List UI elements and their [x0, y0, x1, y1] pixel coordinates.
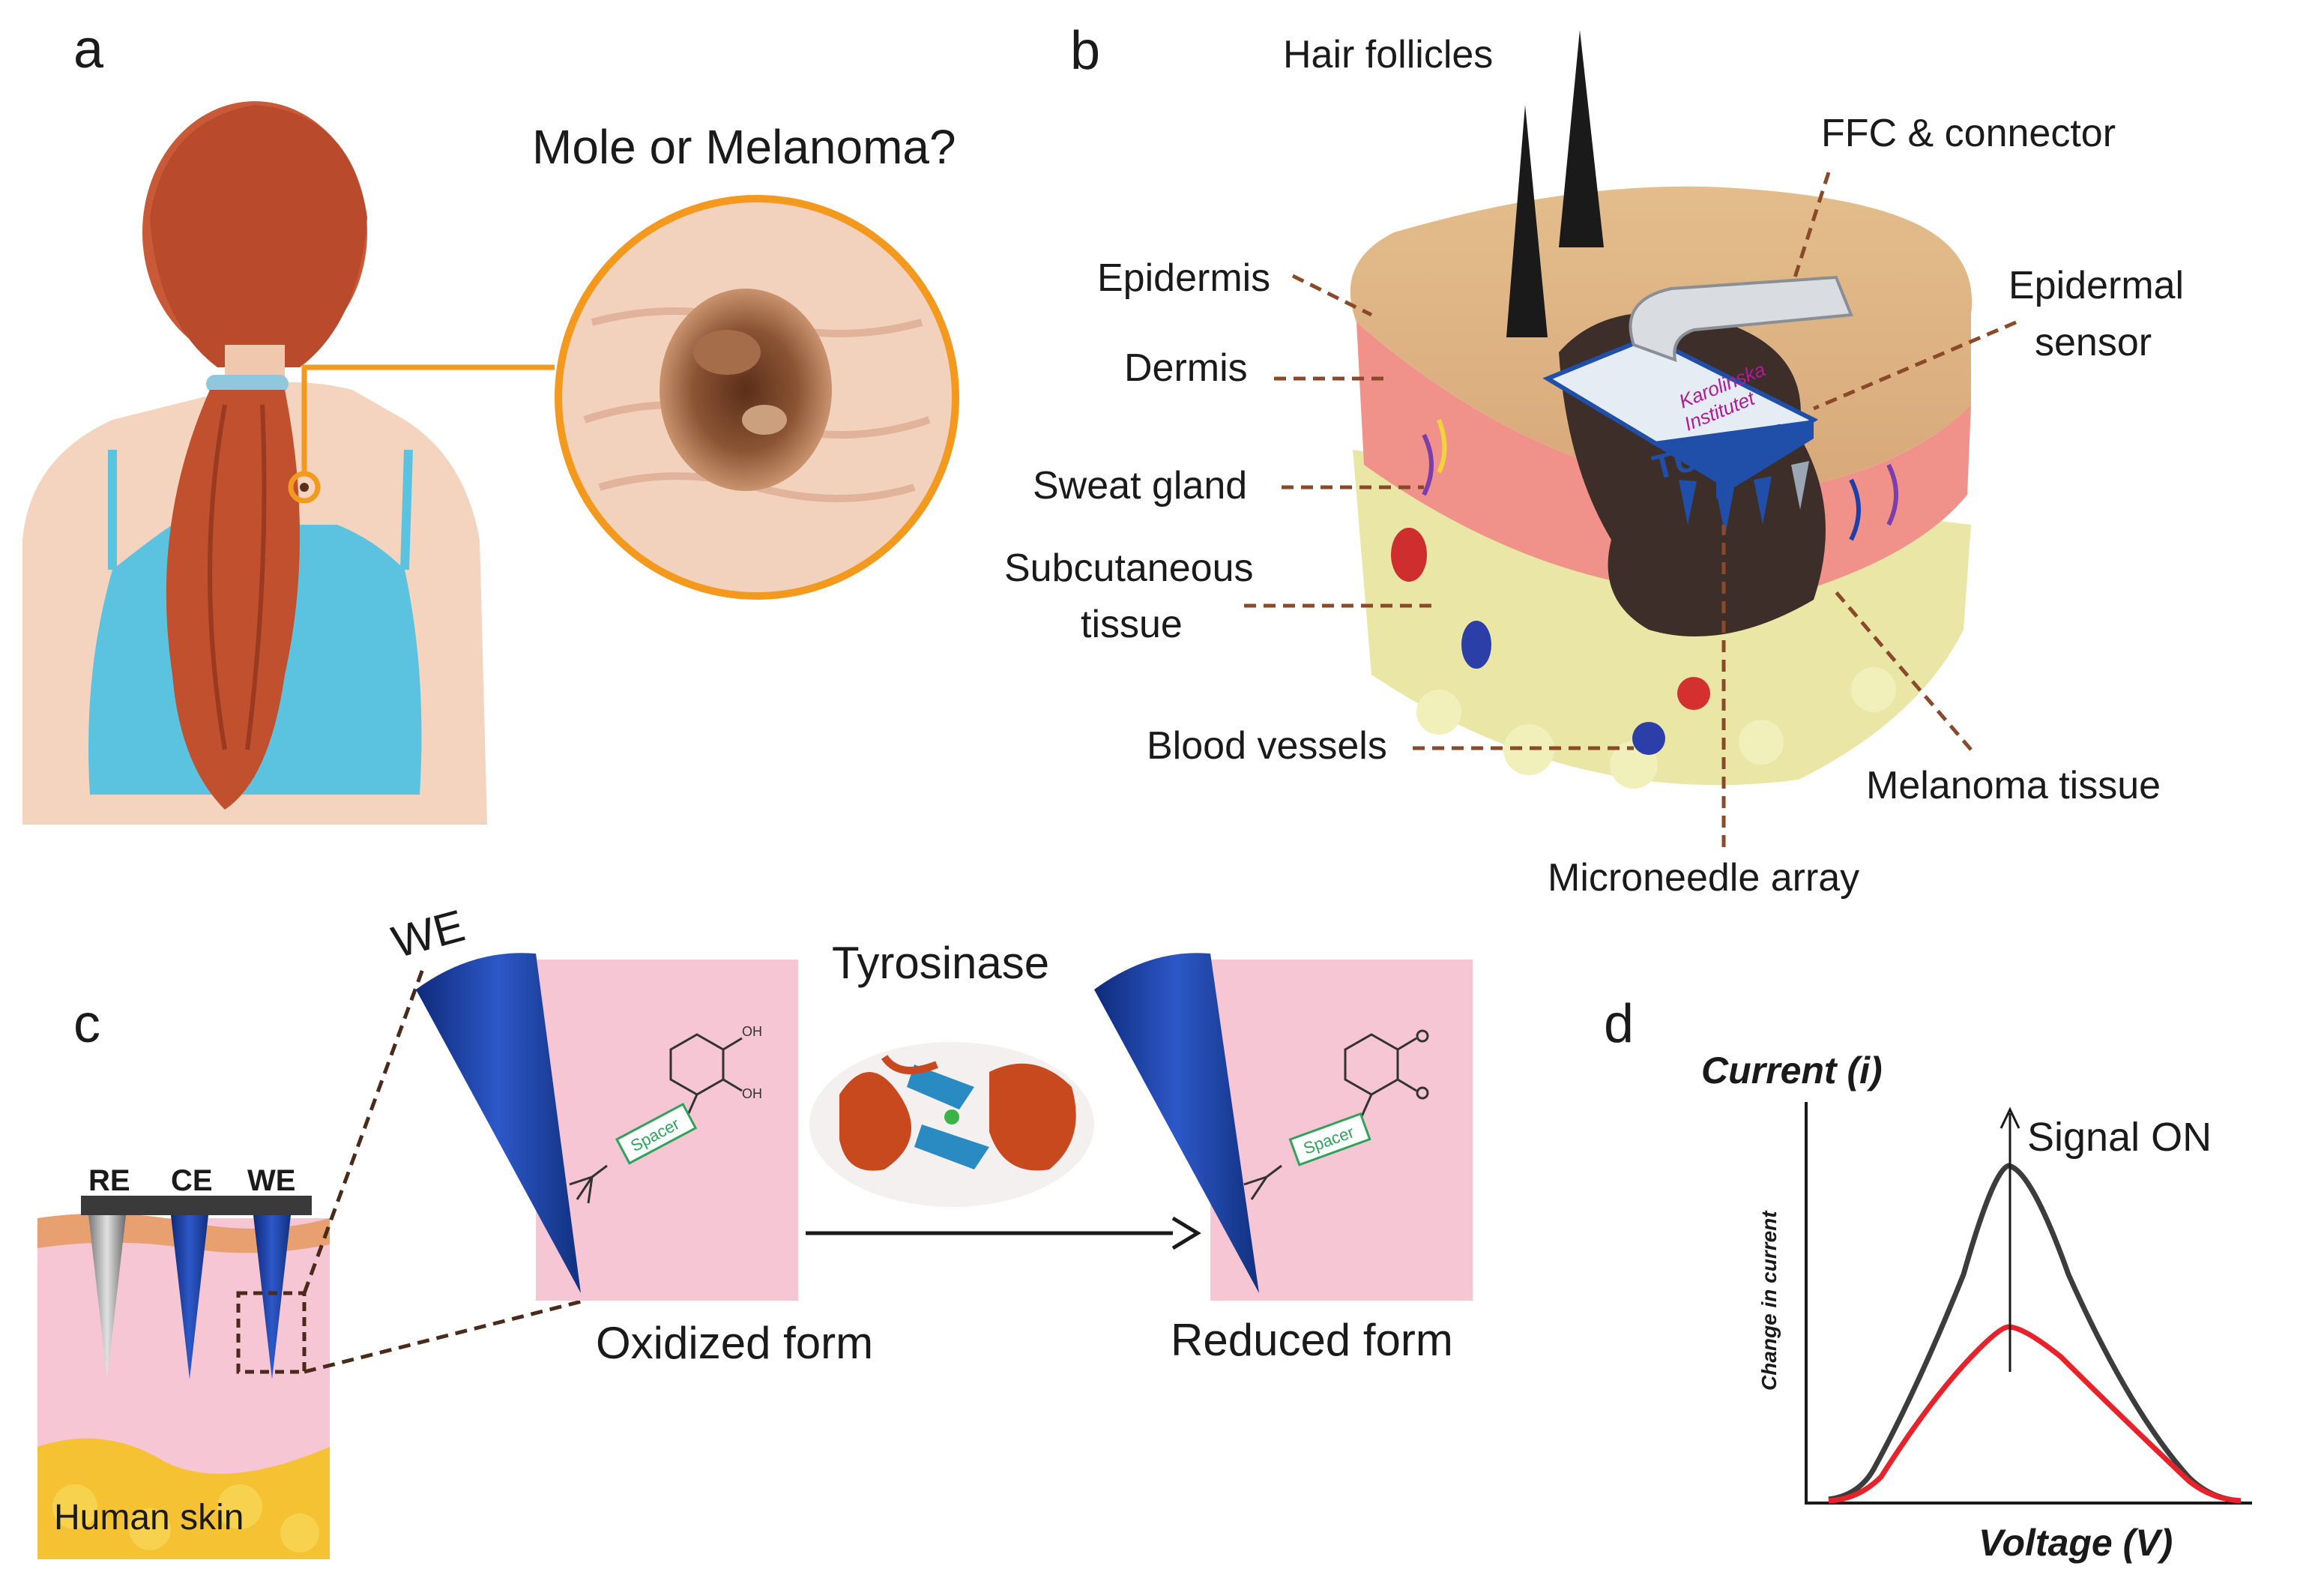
we-cone-reduced — [1094, 953, 1259, 1293]
electrode-label-re: RE — [88, 1164, 130, 1197]
tyrosinase-label: Tyrosinase — [832, 938, 1049, 988]
panel-label-c: c — [73, 994, 100, 1054]
panel-label-b: b — [1070, 21, 1100, 81]
woman-illustration — [22, 101, 487, 825]
ffc-connector — [1629, 275, 1853, 363]
skin-label: Human skin — [54, 1498, 244, 1538]
re-electrode — [88, 1215, 126, 1379]
label-melanoma-tissue: Melanoma tissue — [1866, 764, 2161, 807]
microneedle-icon — [1679, 480, 1697, 525]
electrode-label-we: WE — [247, 1164, 295, 1197]
label-epidermal-sensor-2: sensor — [2035, 321, 2152, 364]
mole-magnifier — [555, 195, 959, 600]
label-subcutaneous-2: tissue — [1081, 603, 1183, 646]
svg-text:OH: OH — [742, 1086, 762, 1101]
reduced-form-label: Reduced form — [1171, 1315, 1453, 1365]
d-ylabel: Current (i) — [1701, 1050, 1883, 1091]
we-label: WE — [387, 900, 470, 968]
electrode-label-ce: CE — [171, 1164, 213, 1197]
tyrosinase-protein-icon — [809, 1042, 1094, 1207]
leader-melanoma — [1835, 591, 1973, 751]
oxidized-form-label: Oxidized form — [596, 1318, 873, 1368]
mole-question: Mole or Melanoma? — [532, 120, 956, 174]
d-inner-ylabel: Change in current — [1757, 1210, 1781, 1391]
d-xlabel: Voltage (V) — [1979, 1522, 2173, 1564]
human-skin-section — [37, 1196, 330, 1559]
label-sweat-gland: Sweat gland — [1033, 464, 1247, 508]
label-dermis: Dermis — [1124, 346, 1248, 390]
skin-block-illustration: Karolinska Institutet TUM MRI — [1350, 30, 1973, 789]
label-ffc-connector: FFC & connector — [1821, 112, 2116, 155]
leader-epidermis — [1291, 274, 1373, 317]
panel-label-a: a — [73, 19, 104, 79]
spacer-box-oxidized: Spacer — [615, 1102, 698, 1165]
ce-electrode — [171, 1215, 208, 1379]
label-microneedle-array: Microneedle array — [1548, 856, 1859, 900]
d-curve-gray — [1828, 1163, 2242, 1504]
label-hair-follicles: Hair follicles — [1283, 33, 1493, 76]
d-curve-red — [1828, 1324, 2242, 1504]
mole-connector-line — [301, 364, 555, 474]
we-electrode — [253, 1215, 291, 1379]
d-signal-label: Signal ON — [2027, 1115, 2212, 1160]
mole-lesion-icon — [660, 289, 832, 491]
label-subcutaneous-1: Subcutaneous — [1004, 546, 1254, 590]
zoom-line-bottom — [304, 1298, 585, 1374]
leader-epidermal-sensor — [1813, 320, 2017, 411]
svg-text:OH: OH — [742, 1024, 762, 1039]
label-blood-vessels: Blood vessels — [1147, 724, 1387, 768]
label-epidermis: Epidermis — [1097, 256, 1270, 300]
we-cone-oxidized — [416, 953, 581, 1293]
panel-label-d: d — [1604, 994, 1634, 1054]
label-epidermal-sensor-1: Epidermal — [2008, 264, 2184, 307]
d-axes — [1805, 1102, 2252, 1505]
